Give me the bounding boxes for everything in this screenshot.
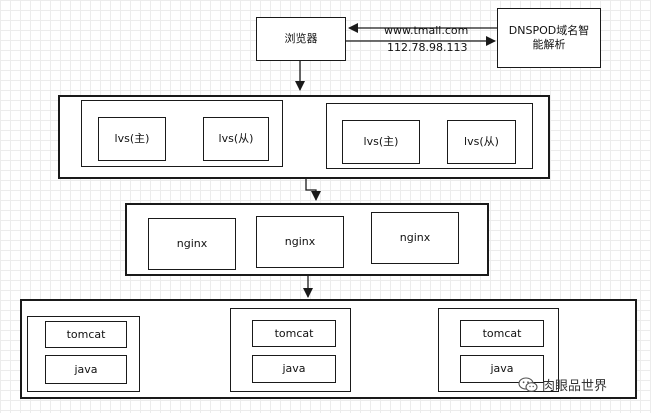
tomcat-label: tomcat	[482, 326, 522, 340]
watermark-text: 肉眼品世界	[542, 379, 608, 394]
dnspod-label-line1: DNSPOD域名智	[508, 24, 590, 37]
lvs-master-label: lvs(主)	[363, 135, 399, 148]
java-label: java	[490, 362, 514, 375]
nginx-node: nginx	[148, 218, 236, 270]
java-node: java	[45, 355, 127, 384]
lvs-master-label: lvs(主)	[114, 132, 150, 145]
lvs-slave-label: lvs(从)	[218, 132, 254, 145]
lvs-slave-label: lvs(从)	[464, 135, 499, 148]
dnspod-node: DNSPOD域名智 能解析	[497, 8, 601, 68]
lvs-master-node: lvs(主)	[98, 117, 166, 161]
lvs-master-node: lvs(主)	[342, 120, 420, 164]
nginx-label: nginx	[176, 237, 208, 250]
java-node: java	[252, 355, 336, 383]
browser-label: 浏览器	[284, 32, 318, 45]
nginx-label: nginx	[284, 235, 316, 248]
tomcat-node: tomcat	[252, 320, 336, 347]
response-ip-label: 112.78.98.113	[387, 41, 468, 54]
tomcat-node: tomcat	[45, 321, 127, 348]
request-domain-label: www.tmall.com	[384, 24, 469, 37]
wechat-icon	[518, 376, 538, 392]
nginx-node: nginx	[256, 216, 344, 268]
lvs-slave-node: lvs(从)	[447, 120, 516, 164]
dnspod-label-line2: 能解析	[532, 38, 566, 51]
tomcat-label: tomcat	[66, 327, 106, 341]
java-label: java	[74, 362, 98, 376]
java-node: java	[460, 355, 544, 383]
java-label: java	[282, 362, 306, 375]
nginx-node: nginx	[371, 212, 459, 264]
browser-node: 浏览器	[256, 17, 346, 61]
watermark: 肉眼品世界	[518, 375, 607, 394]
tomcat-node: tomcat	[460, 320, 544, 347]
tomcat-label: tomcat	[274, 326, 314, 340]
lvs-to-nginx-arrow	[305, 179, 321, 201]
nginx-label: nginx	[399, 231, 431, 244]
lvs-slave-node: lvs(从)	[203, 117, 269, 161]
